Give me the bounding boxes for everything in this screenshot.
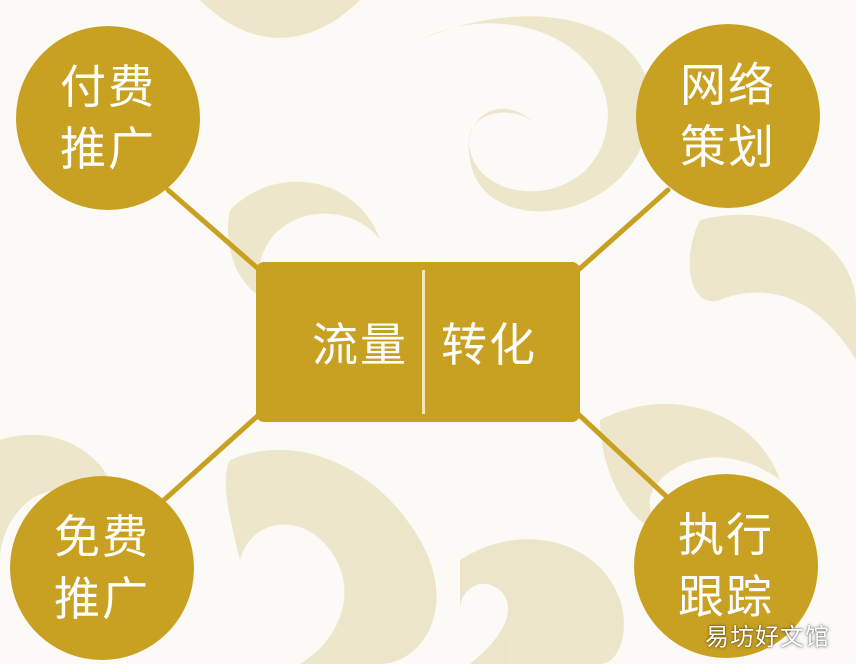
node-paid-promotion-line2: 推广: [60, 122, 156, 176]
node-network-planning-line2: 策划: [680, 120, 776, 174]
watermark-text: 易坊好文馆: [705, 623, 830, 651]
node-free-promotion-line2: 推广: [54, 572, 150, 626]
connector-bottom-right: [573, 409, 671, 501]
node-paid-promotion: 付费 推广: [16, 26, 200, 210]
node-execution-tracking-line2: 跟踪: [678, 570, 774, 624]
ornament-swirl-bottom-right: [460, 539, 624, 664]
node-network-planning-line1: 网络: [680, 58, 776, 112]
node-execution-tracking-line1: 执行: [678, 508, 774, 562]
ornament-flourish-mid-right: [600, 403, 780, 533]
ornament-swirl-right: [689, 214, 856, 360]
center-label-conversion: 转化: [441, 318, 537, 372]
center-node: 流量 转化: [256, 262, 580, 422]
center-divider: [422, 270, 425, 414]
node-execution-tracking: 执行 跟踪: [634, 474, 818, 658]
connector-bottom-left: [161, 409, 265, 503]
ornament-swirl-bottom-center: [225, 449, 437, 664]
node-paid-promotion-line1: 付费: [60, 60, 156, 114]
node-network-planning: 网络 策划: [636, 24, 820, 208]
ornament-swirl-bottom-left: [0, 434, 120, 560]
ornament-leaf-top: [200, 0, 360, 38]
connector-top-left: [165, 187, 265, 275]
center-label-traffic: 流量: [312, 318, 408, 372]
node-free-promotion-line1: 免费: [54, 510, 150, 564]
connector-top-right: [573, 187, 671, 275]
ornament-swirl-top-center: [420, 16, 651, 212]
ornament-swirl-left: [228, 181, 380, 302]
node-free-promotion: 免费 推广: [10, 476, 194, 660]
